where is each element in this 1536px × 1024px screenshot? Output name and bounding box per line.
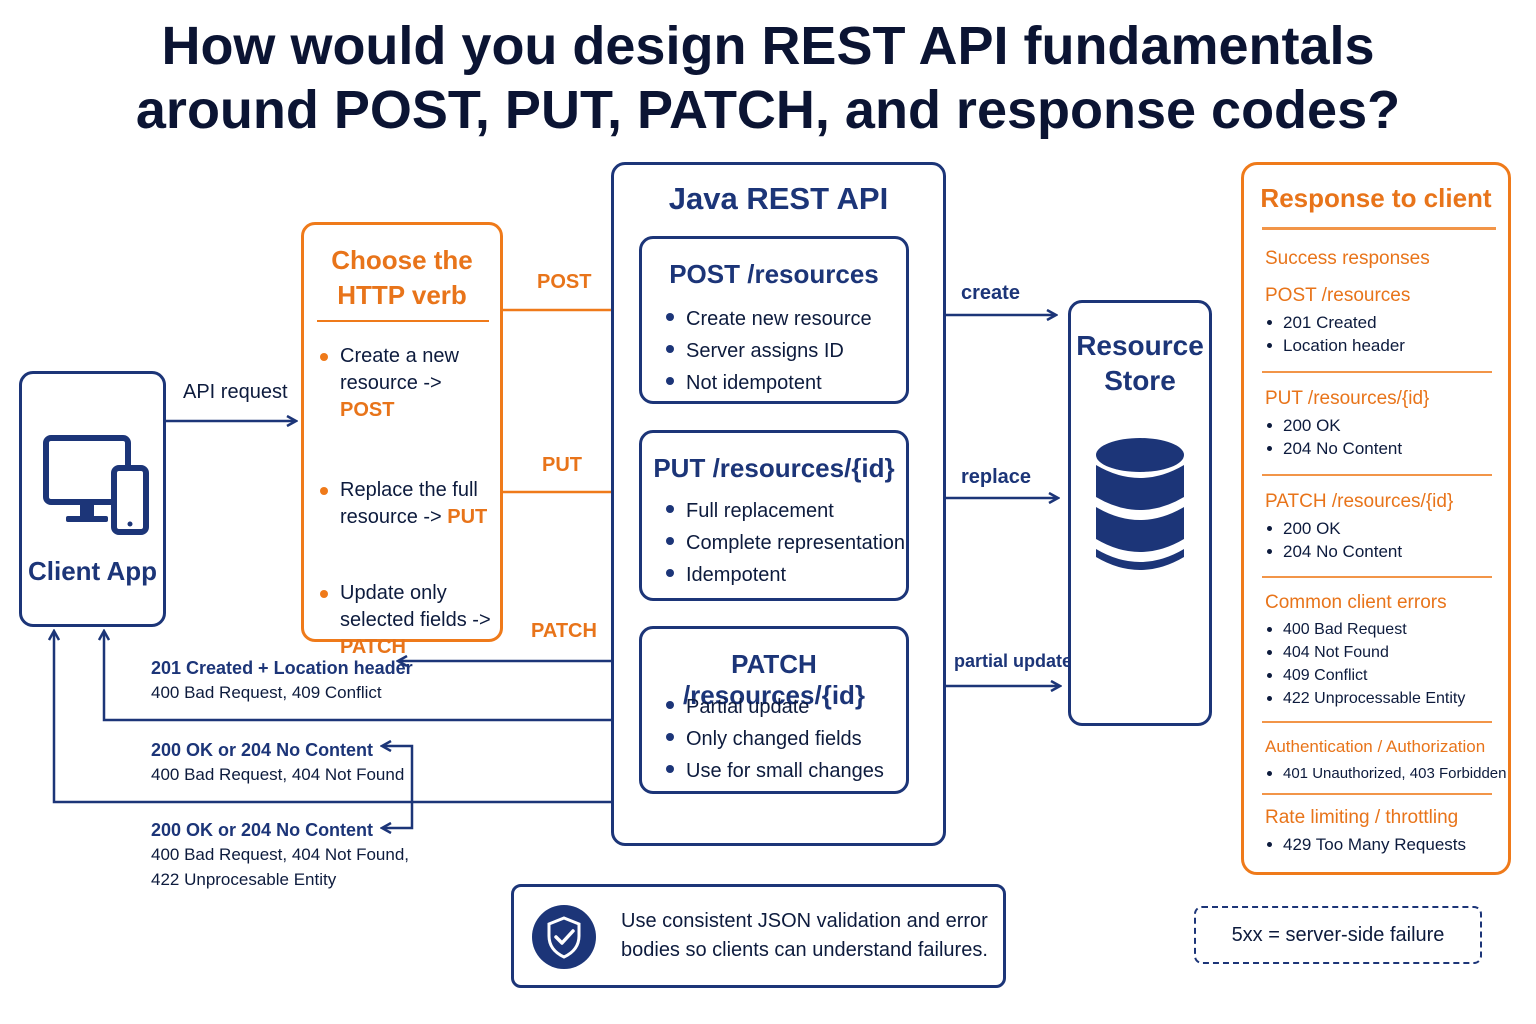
endpoint-bullet: Use for small changes [664,755,884,787]
endpoint-bullet: Idempotent [664,559,905,591]
response-item: 201 Created [1265,311,1410,334]
endpoint-card-post: POST /resources Create new resource Serv… [639,236,909,404]
arrow-label-post: POST [537,271,592,293]
response-item: 204 No Content [1265,437,1429,460]
return-patch-sub1: 400 Bad Request, 404 Not Found, [151,845,410,864]
verb-list: Create a new resource -> POST Replace th… [318,343,498,661]
endpoint-bullets-patch: Partial update Only changed fields Use f… [664,691,884,787]
response-section-client-errors: Common client errors 400 Bad Request 404… [1265,591,1465,710]
response-divider [1262,793,1492,795]
endpoint-title-post: POST /resources [669,259,879,289]
response-title: Response to client [1260,183,1492,213]
api-title: Java REST API [668,181,889,216]
response-item: 404 Not Found [1265,641,1465,664]
endpoint-bullet: Create new resource [664,303,872,335]
arrow-label-replace: replace [961,466,1032,488]
response-panel: Response to client Success responses POS… [1241,162,1511,875]
page-title-line1: How would you design REST API fundamenta… [161,16,1375,76]
client-app-box: Client App [19,371,166,627]
verb-item-patch: Update only selected fields -> PATCH [318,580,498,661]
response-section-put: PUT /resources/{id} 200 OK 204 No Conten… [1265,388,1430,460]
arrow-label-patch: PATCH [531,620,597,642]
endpoint-title-put: PUT /resources/{id} [653,453,895,483]
client-app-label: Client App [27,556,158,586]
return-put: 200 OK or 204 No Content 400 Bad Request… [151,738,404,788]
note-line1: Use consistent JSON validation and error [621,910,988,932]
endpoint-bullet: Server assigns ID [664,335,872,367]
endpoint-bullets-put: Full replacement Complete representation… [664,495,905,591]
response-item: Location header [1265,334,1410,357]
return-post-head: 201 Created + Location header [151,658,413,678]
json-validation-note: Use consistent JSON validation and error… [511,884,1006,988]
response-title-divider [1262,227,1496,230]
return-post-sub: 400 Bad Request, 409 Conflict [151,683,382,702]
arrow-label-partial-update: partial update [954,651,1073,671]
endpoint-bullet: Full replacement [664,495,905,527]
return-put-head: 200 OK or 204 No Content [151,740,374,760]
api-request-label: API request [183,381,288,403]
store-label-line2: Store [1104,365,1176,396]
endpoint-bullet: Partial update [664,691,884,723]
verb-item-put: Replace the full resource -> PUT [318,477,498,531]
response-divider [1262,371,1492,373]
store-label-line1: Resource [1076,330,1204,361]
verb-box-title-line1: Choose the [331,245,473,275]
endpoint-card-patch: PATCH /resources/{id} Partial update Onl… [639,626,909,794]
response-item: 401 Unauthorized, 403 Forbidden [1265,762,1507,785]
response-item: 200 OK [1265,414,1429,437]
response-divider [1262,474,1492,476]
verb-box-divider [317,320,489,322]
arrow-label-put: PUT [542,454,582,476]
devices-icon [43,435,149,535]
note-line2: bodies so clients can understand failure… [621,939,988,961]
shield-check-icon [532,905,596,969]
response-section-post: POST /resources 201 Created Location hea… [1265,285,1411,357]
response-section-rate-limit: Rate limiting / throttling 429 Too Many … [1265,807,1467,856]
response-section-patch: PATCH /resources/{id} 200 OK 204 No Cont… [1265,491,1454,563]
endpoint-bullet: Only changed fields [664,723,884,755]
response-item: 200 OK [1265,517,1453,540]
endpoint-card-put: PUT /resources/{id} Full replacement Com… [639,430,909,601]
database-icon [1096,438,1184,570]
response-section-auth: Authentication / Authorization 401 Unaut… [1265,735,1507,785]
endpoint-bullet: Complete representation [664,527,905,559]
return-post: 201 Created + Location header 400 Bad Re… [151,656,413,706]
response-item: 409 Conflict [1265,664,1465,687]
response-item: 400 Bad Request [1265,618,1465,641]
endpoint-bullet: Not idempotent [664,367,872,399]
return-patch-head: 200 OK or 204 No Content [151,820,374,840]
verb-item-post: Create a new resource -> POST [318,343,498,424]
http-verb-box: Choose the HTTP verb Create a new resour… [301,222,503,658]
return-patch-sub2: 422 Unprocesable Entity [151,870,337,889]
response-item: 204 No Content [1265,540,1453,563]
endpoint-bullets-post: Create new resource Server assigns ID No… [664,303,872,399]
response-item: 429 Too Many Requests [1265,833,1466,856]
success-head: Success responses [1265,248,1430,269]
verb-box-title-line2: HTTP verb [337,280,467,310]
response-divider [1262,721,1492,723]
return-patch: 200 OK or 204 No Content 400 Bad Request… [151,818,409,892]
page-title-line2: around POST, PUT, PATCH, and response co… [135,80,1401,140]
return-put-sub: 400 Bad Request, 404 Not Found [151,765,405,784]
resource-store-box: Resource Store [1068,300,1212,726]
response-item: 422 Unprocessable Entity [1265,687,1465,710]
arrow-label-create: create [961,282,1020,304]
server-failure-note: 5xx = server-side failure [1194,906,1482,964]
endpoint-title-patch: PATCH /resources/{id} [682,649,866,710]
response-divider [1262,576,1492,578]
